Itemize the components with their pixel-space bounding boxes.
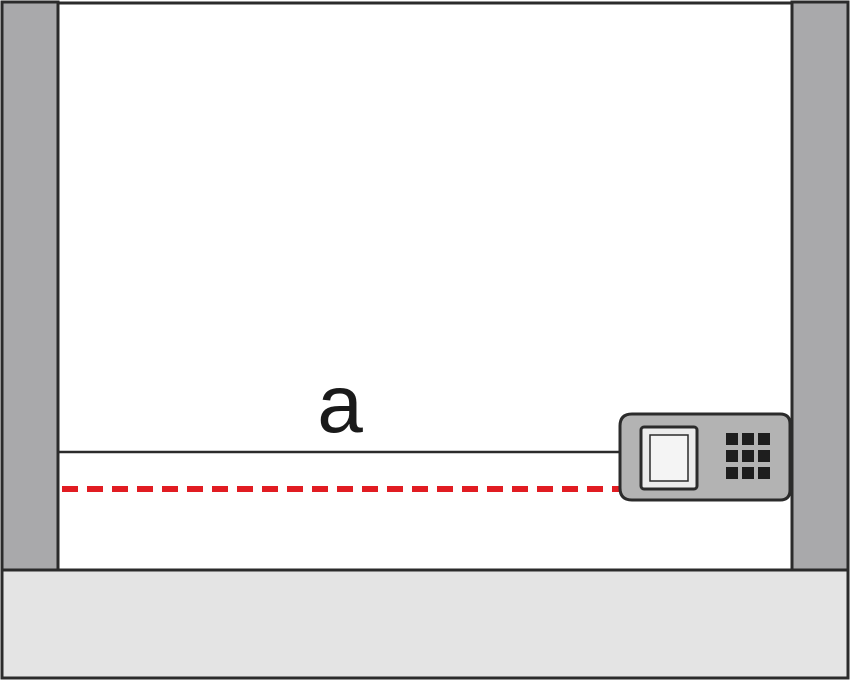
display-screen-inner: [649, 434, 689, 482]
keypad-icon: [726, 433, 770, 479]
left-wall: [0, 0, 60, 572]
right-wall: [790, 0, 850, 572]
distance-label: a: [317, 359, 363, 450]
laser-distance-meter-icon: [618, 412, 792, 502]
floor: [0, 568, 850, 680]
